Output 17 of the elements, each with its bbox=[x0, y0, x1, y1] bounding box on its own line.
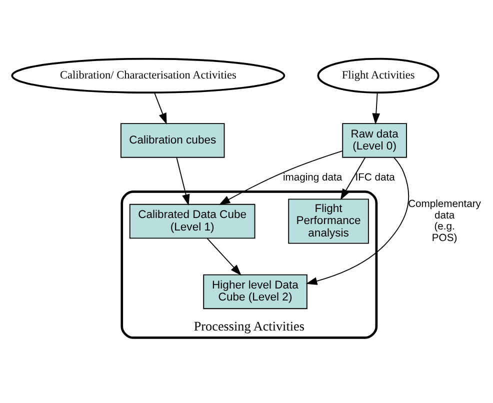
edge-label: imaging data bbox=[282, 172, 342, 184]
edge-label: IFC data bbox=[355, 172, 395, 184]
node-ellipse: Flight Activities bbox=[317, 57, 440, 93]
arrow bbox=[306, 156, 410, 284]
arrow bbox=[176, 156, 190, 206]
arrow bbox=[206, 237, 242, 276]
node-ellipse: Calibration/ Characterisation Activities bbox=[11, 57, 286, 93]
edge-label: Complementary data (e.g. POS) bbox=[408, 198, 481, 244]
node-box: Higher level Data Cube (Level 2) bbox=[203, 274, 308, 309]
arrow bbox=[154, 92, 167, 124]
node-box: Calibration cubes bbox=[120, 122, 225, 158]
arrow bbox=[340, 156, 366, 200]
node-box: Raw data (Level 0) bbox=[342, 122, 407, 158]
node-box: Flight Performance analysis bbox=[288, 198, 369, 244]
node-box: Calibrated Data Cube (Level 1) bbox=[129, 203, 256, 238]
arrow bbox=[372, 92, 380, 124]
arrow bbox=[218, 150, 343, 204]
